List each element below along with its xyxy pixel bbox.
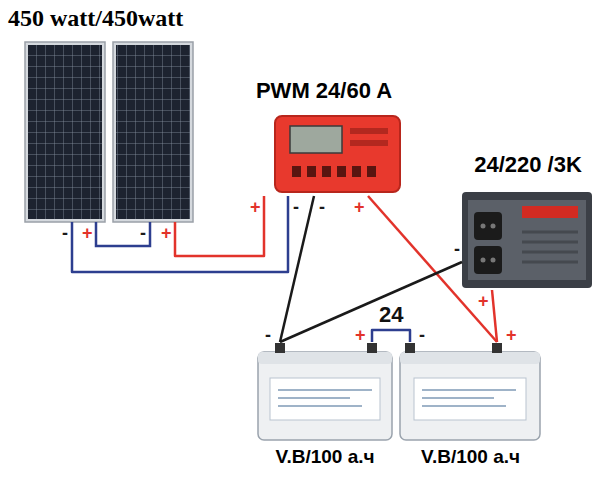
battery: V.B/100 а.ч [255, 342, 395, 470]
battery-terminal [405, 343, 415, 353]
controller-terminal [307, 166, 316, 177]
battery: V.B/100 а.ч [398, 342, 543, 470]
charge-controller: PWM 24/60 A [240, 76, 408, 196]
polarity-sign: + [478, 292, 489, 310]
battery-body [400, 343, 540, 440]
node-label: PWM 24/60 A [256, 78, 392, 103]
vent [522, 232, 578, 262]
wire [492, 290, 497, 342]
socket-hole [491, 258, 496, 263]
controller-strip [350, 128, 388, 134]
polarity-sign: + [250, 198, 261, 216]
voltage-label: 24 [377, 303, 405, 327]
battery-sticker [414, 378, 526, 420]
wire [72, 196, 288, 272]
wire [372, 330, 410, 342]
polarity-sign: + [161, 224, 172, 242]
controller-terminal [292, 166, 301, 177]
controller-terminal [352, 166, 361, 177]
controller-terminal [337, 166, 346, 177]
battery-lid [258, 352, 392, 364]
solar-panel [113, 42, 193, 222]
battery-sticker [270, 378, 380, 420]
inverter-display [522, 206, 578, 218]
socket [474, 246, 502, 274]
node-label: V.B/100 а.ч [275, 446, 374, 468]
battery-body [258, 343, 392, 440]
polarity-sign: - [62, 224, 68, 242]
panel-frame [25, 42, 105, 222]
controller-strip [350, 140, 388, 146]
polarity-sign: - [293, 198, 299, 216]
controller-terminal [367, 166, 376, 177]
panel-cells [28, 45, 102, 219]
battery-case [400, 352, 540, 440]
battery-lid [400, 352, 540, 364]
socket [474, 212, 502, 240]
wire [368, 196, 497, 342]
charge-controller-body [275, 116, 400, 192]
polarity-sign: - [140, 224, 146, 242]
battery-terminal [492, 343, 502, 353]
node-label: V.B/100 а.ч [421, 446, 520, 468]
controller-case [275, 116, 400, 192]
solar-panel-array: 450 watt/450watt [5, 2, 250, 222]
sticker-lines [422, 390, 516, 406]
node-label: 450 watt/450watt [8, 4, 183, 32]
polarity-sign: + [82, 224, 93, 242]
solar-panel [25, 42, 105, 222]
inverter-body [462, 192, 592, 288]
polarity-sign: + [354, 198, 365, 216]
node-label: 24/220 /3K [474, 152, 582, 177]
socket-hole [491, 224, 496, 229]
wire [280, 262, 462, 342]
inverter-face [468, 200, 586, 280]
controller-display [290, 126, 342, 153]
polarity-sign: + [506, 326, 517, 344]
wire [175, 196, 264, 256]
wire [280, 196, 314, 342]
inverter: 24/220 /3K [462, 150, 594, 290]
socket-hole [481, 224, 486, 229]
polarity-sign: - [319, 198, 325, 216]
socket-hole [481, 258, 486, 263]
battery-case [258, 352, 392, 440]
sticker-lines [278, 390, 372, 406]
polarity-sign: - [419, 326, 425, 344]
panel-frame [113, 42, 193, 222]
battery-terminal [367, 343, 377, 353]
battery-terminal [275, 343, 285, 353]
polarity-sign: - [265, 326, 271, 344]
polarity-sign: - [454, 240, 460, 258]
series-wire [96, 222, 150, 246]
panel-cells [116, 45, 190, 219]
controller-terminal [322, 166, 331, 177]
inverter-case [462, 192, 592, 288]
polarity-sign: + [355, 326, 366, 344]
